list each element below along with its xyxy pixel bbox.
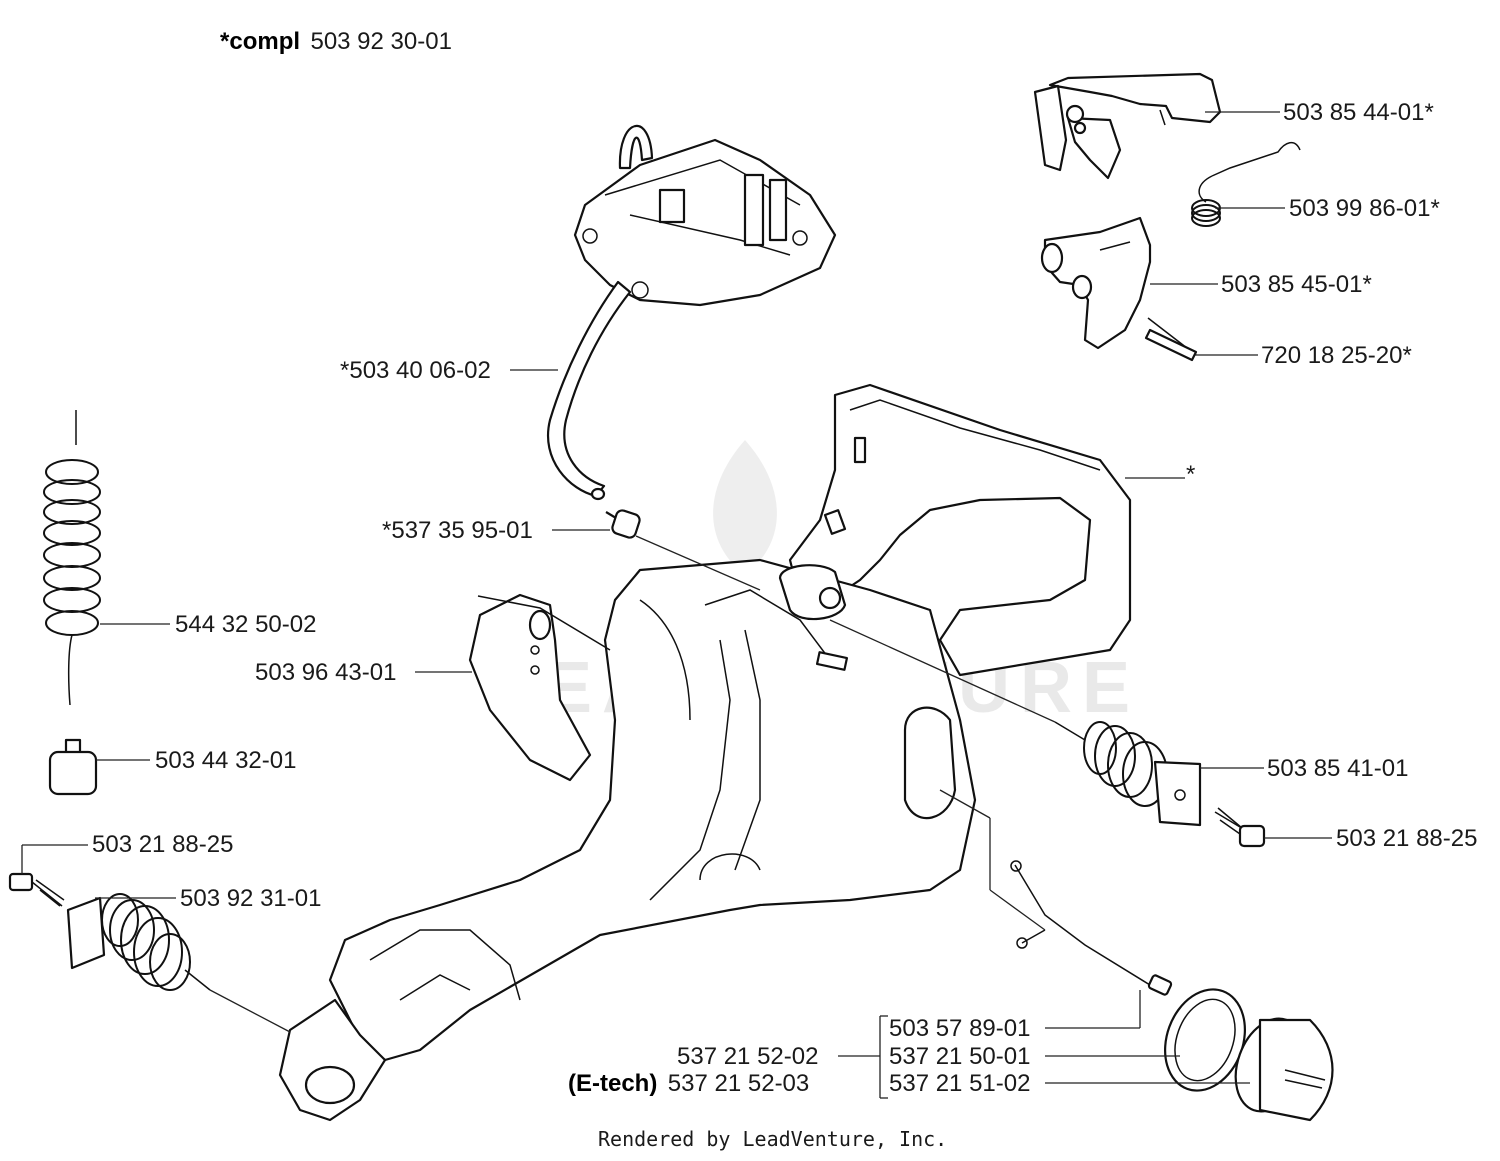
fuel-filter-part <box>48 738 98 796</box>
fuel-cap-part <box>1234 1017 1334 1122</box>
compl-label: *compl 503 92 30-01 <box>220 28 452 55</box>
compl-prefix: *compl <box>220 28 300 55</box>
etech-prefix: (E-tech) <box>568 1070 657 1097</box>
bracket-part <box>468 593 611 782</box>
left-av-element-part <box>66 893 291 1033</box>
leader-lines <box>21 111 1332 1099</box>
label-screw-left: 503 21 88-25 <box>92 831 233 858</box>
label-handle-insert: 503 85 44-01* <box>1283 99 1434 126</box>
tank-cover-part <box>547 125 837 501</box>
label-fuel-filter: 503 44 32-01 <box>155 747 296 774</box>
label-tank-asterisk: * <box>1186 461 1195 488</box>
label-av-element-left: 503 92 31-01 <box>180 885 321 912</box>
fuel-tank-housing-part <box>278 383 1132 1122</box>
right-av-element-part <box>1054 721 1202 827</box>
label-av-element-right: 503 85 41-01 <box>1267 755 1408 782</box>
label-etech: (E-tech) 537 21 52-03 <box>568 1070 809 1097</box>
label-cap: 537 21 51-02 <box>889 1070 1030 1097</box>
left-screw-part <box>8 872 65 907</box>
fuel-pickup-hose-part <box>43 410 101 706</box>
label-bracket: 503 96 43-01 <box>255 659 396 686</box>
cap-seal-part <box>1164 988 1246 1092</box>
compl-number: 503 92 30-01 <box>310 28 451 55</box>
label-pin: 720 18 25-20* <box>1261 342 1412 369</box>
label-throttle-trigger: 503 85 45-01* <box>1221 271 1372 298</box>
label-cap-seal: 537 21 50-01 <box>889 1043 1030 1070</box>
right-screw-part <box>829 619 1266 848</box>
label-small-spring: 503 99 86-01* <box>1289 195 1440 222</box>
label-fuel-hose: *503 40 06-02 <box>340 357 491 384</box>
small-spring-part <box>1191 141 1301 227</box>
footer-rendered-by: Rendered by LeadVenture, Inc. <box>598 1127 947 1151</box>
label-cap-retainer: 503 57 89-01 <box>889 1015 1030 1042</box>
handle-insert-part <box>1033 72 1222 180</box>
label-grommet: *537 35 95-01 <box>382 517 533 544</box>
grommet-part <box>605 509 641 539</box>
label-fuel-pickup-hose: 544 32 50-02 <box>175 611 316 638</box>
label-cap-assembly: 537 21 52-02 <box>677 1043 818 1070</box>
label-screw-right: 503 21 88-25 <box>1336 825 1477 852</box>
throttle-trigger-part <box>1040 216 1198 362</box>
etech-number: 537 21 52-03 <box>668 1070 809 1097</box>
cap-retainer-part <box>939 789 1173 996</box>
